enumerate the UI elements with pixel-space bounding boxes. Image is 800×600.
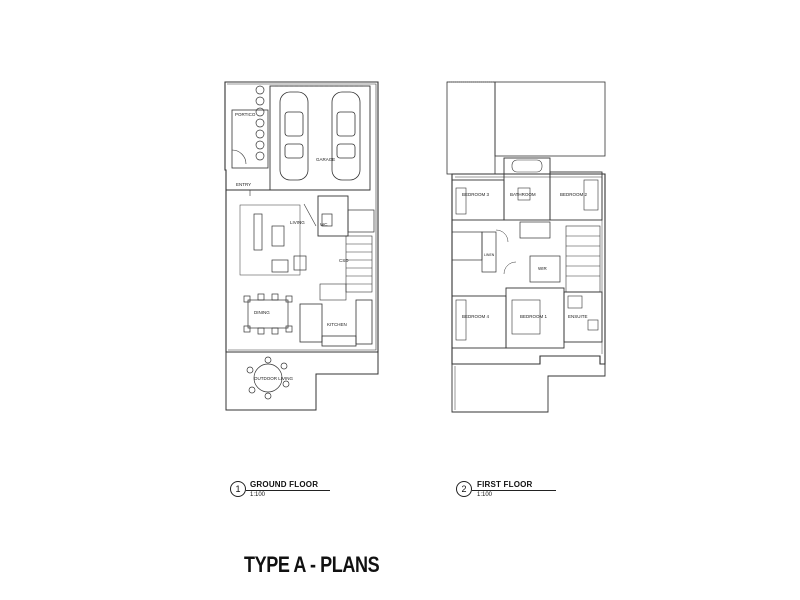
- car-icon: [331, 91, 361, 181]
- first-floor-scale: 1:100: [477, 492, 493, 498]
- label-porch: PORTICO: [235, 112, 256, 117]
- label-wir: WIR: [538, 266, 547, 271]
- label-outdoor: OUTDOOR LIVING: [254, 376, 294, 381]
- ground-floor-plan: [224, 81, 379, 411]
- car-icon: [279, 91, 309, 181]
- ground-floor-caption: GROUND FLOOR: [250, 480, 319, 489]
- label-garage: GARAGE: [316, 157, 335, 162]
- ground-floor-scale: 1:100: [250, 492, 266, 498]
- label-bedroom-1: BEDROOM 1: [520, 314, 548, 319]
- dining-table: [243, 293, 293, 335]
- page-title: TYPE A - PLANS: [244, 552, 380, 577]
- label-dining: DINING: [254, 310, 270, 315]
- outdoor-table: [246, 356, 290, 400]
- label-wc: WC: [320, 222, 328, 227]
- ground-floor-caption-rule: [246, 490, 330, 491]
- label-linen: LINEN: [484, 253, 495, 257]
- label-bedroom-4: BEDROOM 4: [462, 314, 490, 319]
- label-kitchen: KITCHEN: [327, 322, 347, 327]
- portico-columns: [255, 85, 265, 161]
- stairs: [345, 235, 373, 293]
- label-bedroom-2: BEDROOM 2: [560, 192, 588, 197]
- first-floor-number: 2: [456, 481, 472, 497]
- first-floor-caption: FIRST FLOOR: [477, 480, 533, 489]
- first-floor-caption-rule: [472, 490, 556, 491]
- label-bedroom-3: BEDROOM 3: [462, 192, 490, 197]
- label-entry: ENTRY: [236, 182, 251, 187]
- label-bathroom: BATHROOM: [510, 192, 536, 197]
- first-floor-plan: [446, 81, 606, 413]
- label-living: LIVING: [290, 220, 305, 225]
- label-csd: CSD: [339, 258, 349, 263]
- label-ensuite: ENSUITE: [568, 314, 588, 319]
- stairs: [565, 225, 601, 293]
- ground-floor-number: 1: [230, 481, 246, 497]
